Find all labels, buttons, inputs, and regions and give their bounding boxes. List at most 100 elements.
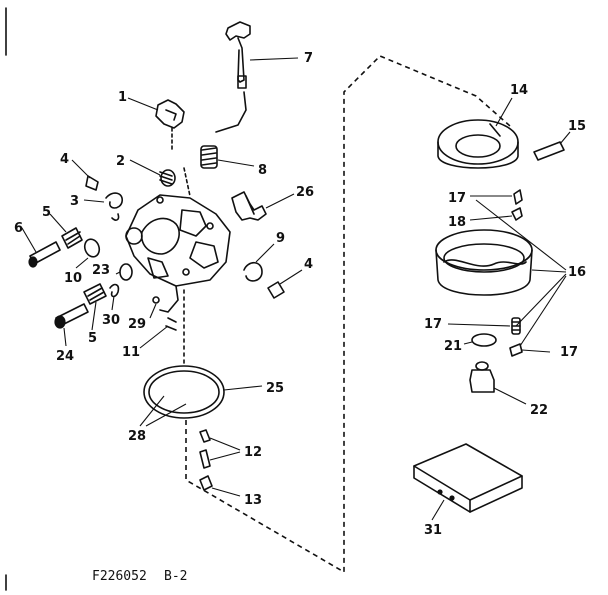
leader-18: [469, 215, 513, 221]
callout-15: 15: [568, 119, 586, 134]
callout-17-mid: 17: [424, 317, 442, 332]
part-7-primer-fitting: [215, 21, 251, 133]
part-8-spring: [200, 145, 218, 169]
callout-7: 7: [304, 51, 313, 66]
callout-3: 3: [70, 194, 79, 209]
part-15-pin: [533, 141, 565, 161]
part-14-cover: [437, 119, 519, 169]
part-22-drain-nut: [469, 361, 495, 393]
part-24-needle-nut: [54, 303, 89, 329]
part-17-spring-top: [513, 189, 523, 205]
callout-13: 13: [244, 493, 262, 508]
leader-16d: [515, 273, 567, 327]
part-23-washer: [119, 263, 133, 281]
leader-15: [559, 131, 571, 145]
part-13-nut: [199, 475, 213, 491]
part-31-filter: [413, 443, 523, 513]
callout-4-right: 4: [304, 257, 313, 272]
leader-1: [127, 97, 159, 111]
callout-11: 11: [122, 345, 140, 360]
leader-28a: [139, 395, 165, 427]
leader-31: [431, 499, 445, 521]
part-17-spring-mid: [511, 317, 521, 335]
callout-4-left: 4: [60, 152, 69, 167]
callout-21: 21: [444, 339, 462, 354]
leader-16c: [519, 275, 567, 347]
leader-5b: [91, 301, 97, 331]
leader-24: [63, 327, 67, 347]
leader-6: [21, 227, 37, 253]
callout-10: 10: [64, 271, 82, 286]
part-3-clip: [105, 192, 123, 221]
leader-23: [115, 271, 121, 275]
callout-25: 25: [266, 381, 284, 396]
callout-1: 1: [118, 90, 127, 105]
part-29-pin: [152, 296, 160, 304]
leader-2: [129, 159, 161, 176]
callout-16: 16: [568, 265, 586, 280]
part-16-float-bowl: [435, 229, 533, 296]
part-18-clip: [511, 207, 523, 221]
callout-6: 6: [14, 221, 23, 236]
callout-12: 12: [244, 445, 262, 460]
leader-16a: [475, 199, 567, 271]
leader-29: [149, 303, 157, 319]
leader-12a: [209, 437, 241, 451]
part-4-screw-right: [267, 281, 285, 299]
callout-29: 29: [128, 317, 146, 332]
leader-4a: [71, 159, 91, 179]
part-10-o-ring: [83, 238, 101, 258]
sheet-number: B-2: [164, 569, 187, 584]
callout-26: 26: [296, 185, 314, 200]
part-12-jets: [199, 429, 211, 469]
callout-8: 8: [258, 163, 267, 178]
callout-22: 22: [530, 403, 548, 418]
part-9-washer: [243, 261, 263, 282]
callout-24: 24: [56, 349, 74, 364]
leader-30: [111, 295, 115, 311]
part-4-screw-left: [85, 175, 99, 191]
leader-26: [265, 193, 295, 209]
leader-17c: [521, 349, 551, 353]
callout-5-upper: 5: [42, 205, 51, 220]
callout-9: 9: [276, 231, 285, 246]
leader-9: [255, 243, 275, 263]
callout-28: 28: [128, 429, 146, 444]
part-5-needle-lower: [83, 283, 107, 305]
callout-17-top: 17: [448, 191, 466, 206]
leader-11: [139, 325, 169, 349]
callout-18: 18: [448, 215, 466, 230]
callout-17-low: 17: [560, 345, 578, 360]
part-17-clip-low: [509, 343, 523, 357]
callout-14: 14: [510, 83, 528, 98]
part-carburetor-body: [125, 167, 231, 313]
leader-16b: [531, 269, 567, 273]
leader-14: [495, 97, 513, 127]
leader-3: [83, 199, 105, 203]
leader-17b: [447, 323, 511, 327]
leader-7: [249, 57, 299, 61]
callout-23: 23: [92, 263, 110, 278]
part-11-needle: [165, 317, 177, 331]
leader-22: [493, 387, 527, 405]
leader-5a: [49, 213, 67, 233]
fuel-line-dashed: [185, 55, 511, 574]
leader-4b: [279, 269, 303, 285]
callout-31: 31: [424, 523, 442, 538]
part-1-lever: [155, 99, 185, 151]
part-5-needle-upper: [61, 227, 83, 249]
part-25-gasket: [143, 365, 225, 419]
part-30-spring: [109, 283, 120, 298]
callout-5-lower: 5: [88, 331, 97, 346]
callout-2: 2: [116, 154, 125, 169]
leader-12b: [209, 451, 241, 461]
leader-28b: [145, 403, 187, 427]
figure-code: F226052: [92, 569, 147, 584]
leader-21: [463, 341, 473, 345]
leader-8: [217, 159, 255, 167]
part-21-washer: [471, 333, 497, 347]
callout-30: 30: [102, 313, 120, 328]
part-26-fitting: [231, 191, 267, 221]
leader-13: [211, 487, 241, 497]
part-6-screw: [28, 241, 61, 268]
